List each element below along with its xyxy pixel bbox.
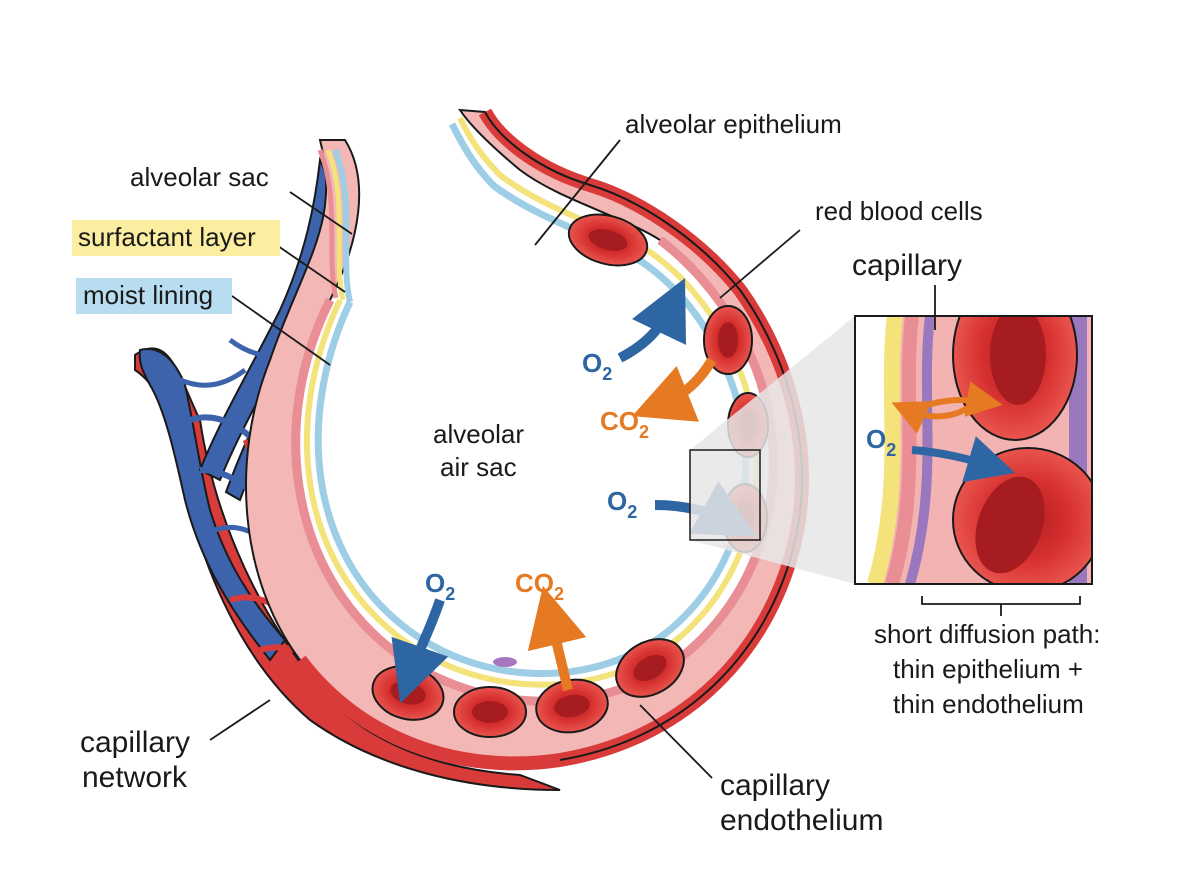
carbon-dioxide-arrow (632, 357, 717, 422)
label-alveolar-air-sac-2: air sac (440, 452, 517, 482)
label-capillary-network-2: network (82, 761, 188, 794)
gas-labels: O2 CO2 O2 O2 CO2 (425, 348, 649, 604)
oxygen-label: O2 (425, 568, 455, 604)
inset-frame (854, 315, 1093, 585)
label-capillary-endothelium-2: endothelium (720, 804, 883, 837)
leader-lines (209, 139, 936, 779)
oxygen-arrow (391, 598, 449, 704)
endothelial-nucleus (493, 657, 517, 667)
label-moist-lining: moist lining (83, 280, 213, 310)
zoom-projection (690, 316, 855, 584)
diffusion-bracket (921, 596, 1081, 605)
label-diffusion-2: thin epithelium + (893, 654, 1083, 684)
surfactant-highlight (72, 220, 280, 256)
label-diffusion-3: thin endothelium (893, 689, 1084, 719)
oxygen-arrow (617, 277, 687, 363)
carbon-dioxide-arrow (913, 381, 1003, 417)
oxygen-arrow (911, 436, 1016, 483)
rbc (703, 305, 753, 375)
label-red-blood-cells: red blood cells (815, 196, 983, 226)
label-diffusion-1: short diffusion path: (874, 619, 1100, 649)
rbc (567, 213, 649, 267)
rbc (453, 686, 527, 738)
label-alveolar-sac: alveolar sac (130, 162, 269, 192)
carbon-dioxide-arrow (527, 585, 587, 692)
rbc (615, 638, 685, 698)
capillary-inset: O2 (689, 315, 1093, 616)
oxygen-label: O2 (866, 424, 896, 460)
oxygen-label: O2 (607, 486, 637, 522)
text-labels: alveolar sac surfactant layer moist lini… (72, 109, 1100, 837)
carbon-dioxide-label: CO2 (600, 406, 649, 442)
carbon-dioxide-label: CO2 (515, 568, 564, 604)
label-surfactant-layer: surfactant layer (78, 222, 256, 252)
label-alveolar-epithelium: alveolar epithelium (625, 109, 842, 139)
label-alveolar-air-sac-1: alveolar (433, 419, 524, 449)
label-capillary-network-1: capillary (80, 726, 190, 759)
rbc (535, 678, 609, 734)
label-capillary-inset: capillary (852, 249, 962, 282)
zoom-source-box (689, 449, 761, 541)
label-capillary-endothelium-1: capillary (720, 769, 830, 802)
oxygen-label: O2 (582, 348, 612, 384)
moist-highlight (76, 278, 232, 314)
